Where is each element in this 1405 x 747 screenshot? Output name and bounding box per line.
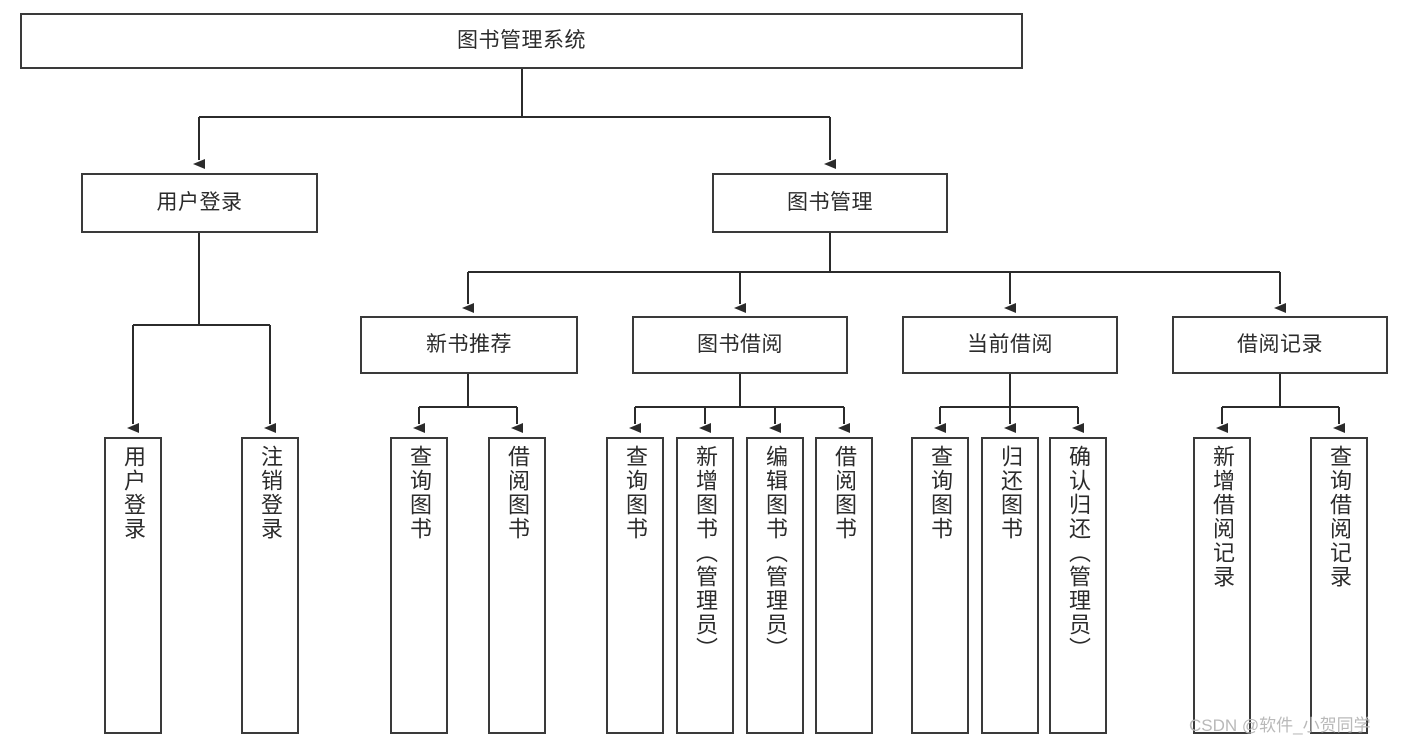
node-leaf-borrow-book-2-label: 借阅图书 xyxy=(832,445,857,541)
node-leaf-return-book[interactable]: 归还图书 xyxy=(981,437,1039,734)
csdn-watermark: CSDN @软件_小贺同学 xyxy=(1189,716,1371,735)
node-borrow-record-label: 借阅记录 xyxy=(1237,333,1323,357)
node-leaf-add-book-admin[interactable]: 新增图书（管理员） xyxy=(676,437,734,734)
node-user-login[interactable]: 用户登录 xyxy=(81,173,318,233)
node-root-label: 图书管理系统 xyxy=(457,29,586,53)
node-leaf-query-book-3-label: 查询图书 xyxy=(928,445,953,541)
node-leaf-user-login-label: 用户登录 xyxy=(121,445,146,541)
node-leaf-add-borrow-record-label: 新增借阅记录 xyxy=(1210,445,1235,589)
node-user-login-label: 用户登录 xyxy=(156,191,243,215)
node-borrow-record[interactable]: 借阅记录 xyxy=(1172,316,1388,374)
node-leaf-query-book-3[interactable]: 查询图书 xyxy=(911,437,969,734)
node-leaf-query-book-1[interactable]: 查询图书 xyxy=(390,437,448,734)
node-root[interactable]: 图书管理系统 xyxy=(20,13,1023,69)
node-current-borrow[interactable]: 当前借阅 xyxy=(902,316,1118,374)
node-current-borrow-label: 当前借阅 xyxy=(967,333,1053,357)
node-new-book-recommend[interactable]: 新书推荐 xyxy=(360,316,578,374)
node-leaf-query-book-1-label: 查询图书 xyxy=(407,445,432,541)
node-book-management-label: 图书管理 xyxy=(787,191,873,215)
node-leaf-borrow-book-1[interactable]: 借阅图书 xyxy=(488,437,546,734)
node-leaf-query-borrow-record[interactable]: 查询借阅记录 xyxy=(1310,437,1368,734)
node-leaf-confirm-return-admin-label: 确认归还（管理员） xyxy=(1066,445,1091,661)
node-leaf-query-borrow-record-label: 查询借阅记录 xyxy=(1327,445,1352,589)
node-leaf-logout[interactable]: 注销登录 xyxy=(241,437,299,734)
node-book-borrow[interactable]: 图书借阅 xyxy=(632,316,848,374)
node-book-management[interactable]: 图书管理 xyxy=(712,173,948,233)
node-leaf-borrow-book-2[interactable]: 借阅图书 xyxy=(815,437,873,734)
node-leaf-return-book-label: 归还图书 xyxy=(998,445,1023,541)
node-leaf-add-book-admin-label: 新增图书（管理员） xyxy=(693,445,718,661)
node-book-borrow-label: 图书借阅 xyxy=(697,333,783,357)
node-leaf-user-login[interactable]: 用户登录 xyxy=(104,437,162,734)
node-leaf-add-borrow-record[interactable]: 新增借阅记录 xyxy=(1193,437,1251,734)
node-leaf-edit-book-admin[interactable]: 编辑图书（管理员） xyxy=(746,437,804,734)
node-leaf-edit-book-admin-label: 编辑图书（管理员） xyxy=(763,445,788,661)
node-leaf-borrow-book-1-label: 借阅图书 xyxy=(505,445,530,541)
node-leaf-confirm-return-admin[interactable]: 确认归还（管理员） xyxy=(1049,437,1107,734)
node-leaf-query-book-2[interactable]: 查询图书 xyxy=(606,437,664,734)
node-leaf-logout-label: 注销登录 xyxy=(258,445,283,541)
node-new-book-recommend-label: 新书推荐 xyxy=(426,333,512,357)
node-leaf-query-book-2-label: 查询图书 xyxy=(623,445,648,541)
